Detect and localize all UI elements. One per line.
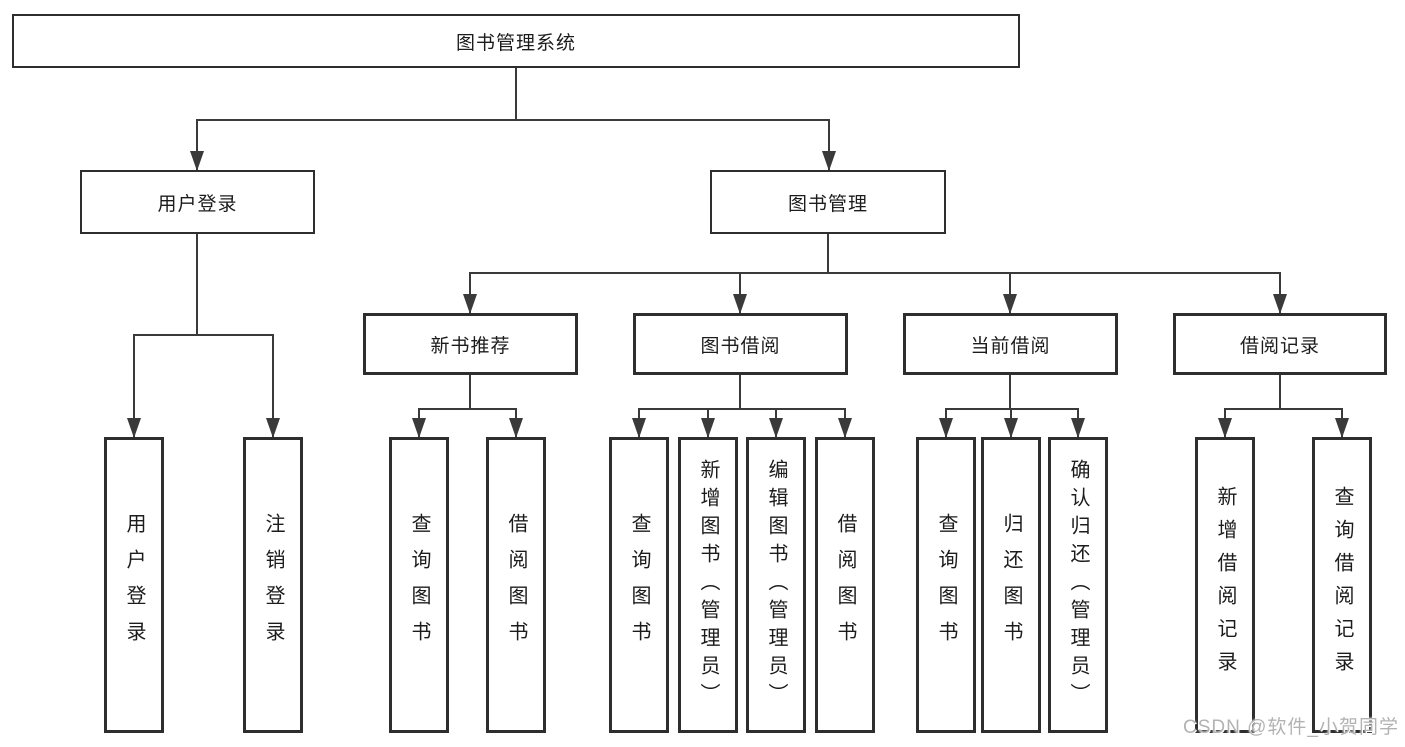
node-label: 新书推荐 — [430, 335, 511, 357]
leaf-label: 借阅图书 — [834, 513, 856, 657]
leaf-confirm-return-admin: 确认归还（管理员） — [1048, 437, 1108, 733]
node-user-login: 用户登录 — [80, 170, 315, 234]
node-label: 图书借阅 — [700, 335, 781, 357]
leaf-label: 查询借阅记录 — [1331, 486, 1353, 684]
node-label: 图书管理系统 — [455, 32, 576, 54]
leaf-label: 查询图书 — [628, 513, 650, 657]
leaf-add-borrow-record: 新增借阅记录 — [1195, 437, 1255, 733]
leaf-logout: 注销登录 — [243, 437, 303, 733]
leaf-query-books-borrowing: 查询图书 — [609, 437, 669, 733]
node-label: 图书管理 — [787, 193, 868, 215]
leaf-label: 查询图书 — [408, 513, 430, 657]
leaf-query-books-newbook: 查询图书 — [389, 437, 449, 733]
watermark: CSDN @软件_小贺同学 — [1183, 717, 1399, 738]
node-current-borrowing: 当前借阅 — [903, 313, 1118, 375]
leaf-label: 归还图书 — [1000, 513, 1022, 657]
leaf-label: 借阅图书 — [505, 513, 527, 657]
leaf-label: 确认归还（管理员） — [1067, 459, 1089, 711]
leaf-query-borrow-record: 查询借阅记录 — [1312, 437, 1372, 733]
node-library-management-system: 图书管理系统 — [12, 14, 1020, 68]
leaf-borrow-books-newbook: 借阅图书 — [486, 437, 546, 733]
leaf-label: 用户登录 — [123, 513, 145, 657]
leaf-label: 查询图书 — [935, 513, 957, 657]
leaf-label: 新增图书（管理员） — [697, 459, 719, 711]
leaf-label: 新增借阅记录 — [1214, 486, 1236, 684]
node-label: 用户登录 — [157, 193, 238, 215]
leaf-borrow-books-borrowing: 借阅图书 — [815, 437, 875, 733]
leaf-edit-books-admin: 编辑图书（管理员） — [746, 437, 806, 733]
leaf-query-books-current: 查询图书 — [916, 437, 976, 733]
leaf-label: 编辑图书（管理员） — [765, 459, 787, 711]
node-book-borrowing: 图书借阅 — [633, 313, 848, 375]
node-new-book-recommendation: 新书推荐 — [363, 313, 578, 375]
node-label: 借阅记录 — [1239, 335, 1320, 357]
node-book-management: 图书管理 — [710, 170, 946, 234]
leaf-add-books-admin: 新增图书（管理员） — [678, 437, 738, 733]
node-label: 当前借阅 — [970, 335, 1051, 357]
leaf-user-login: 用户登录 — [104, 437, 164, 733]
leaf-label: 注销登录 — [262, 513, 284, 657]
leaf-return-books: 归还图书 — [981, 437, 1041, 733]
node-borrowing-records: 借阅记录 — [1173, 313, 1387, 375]
